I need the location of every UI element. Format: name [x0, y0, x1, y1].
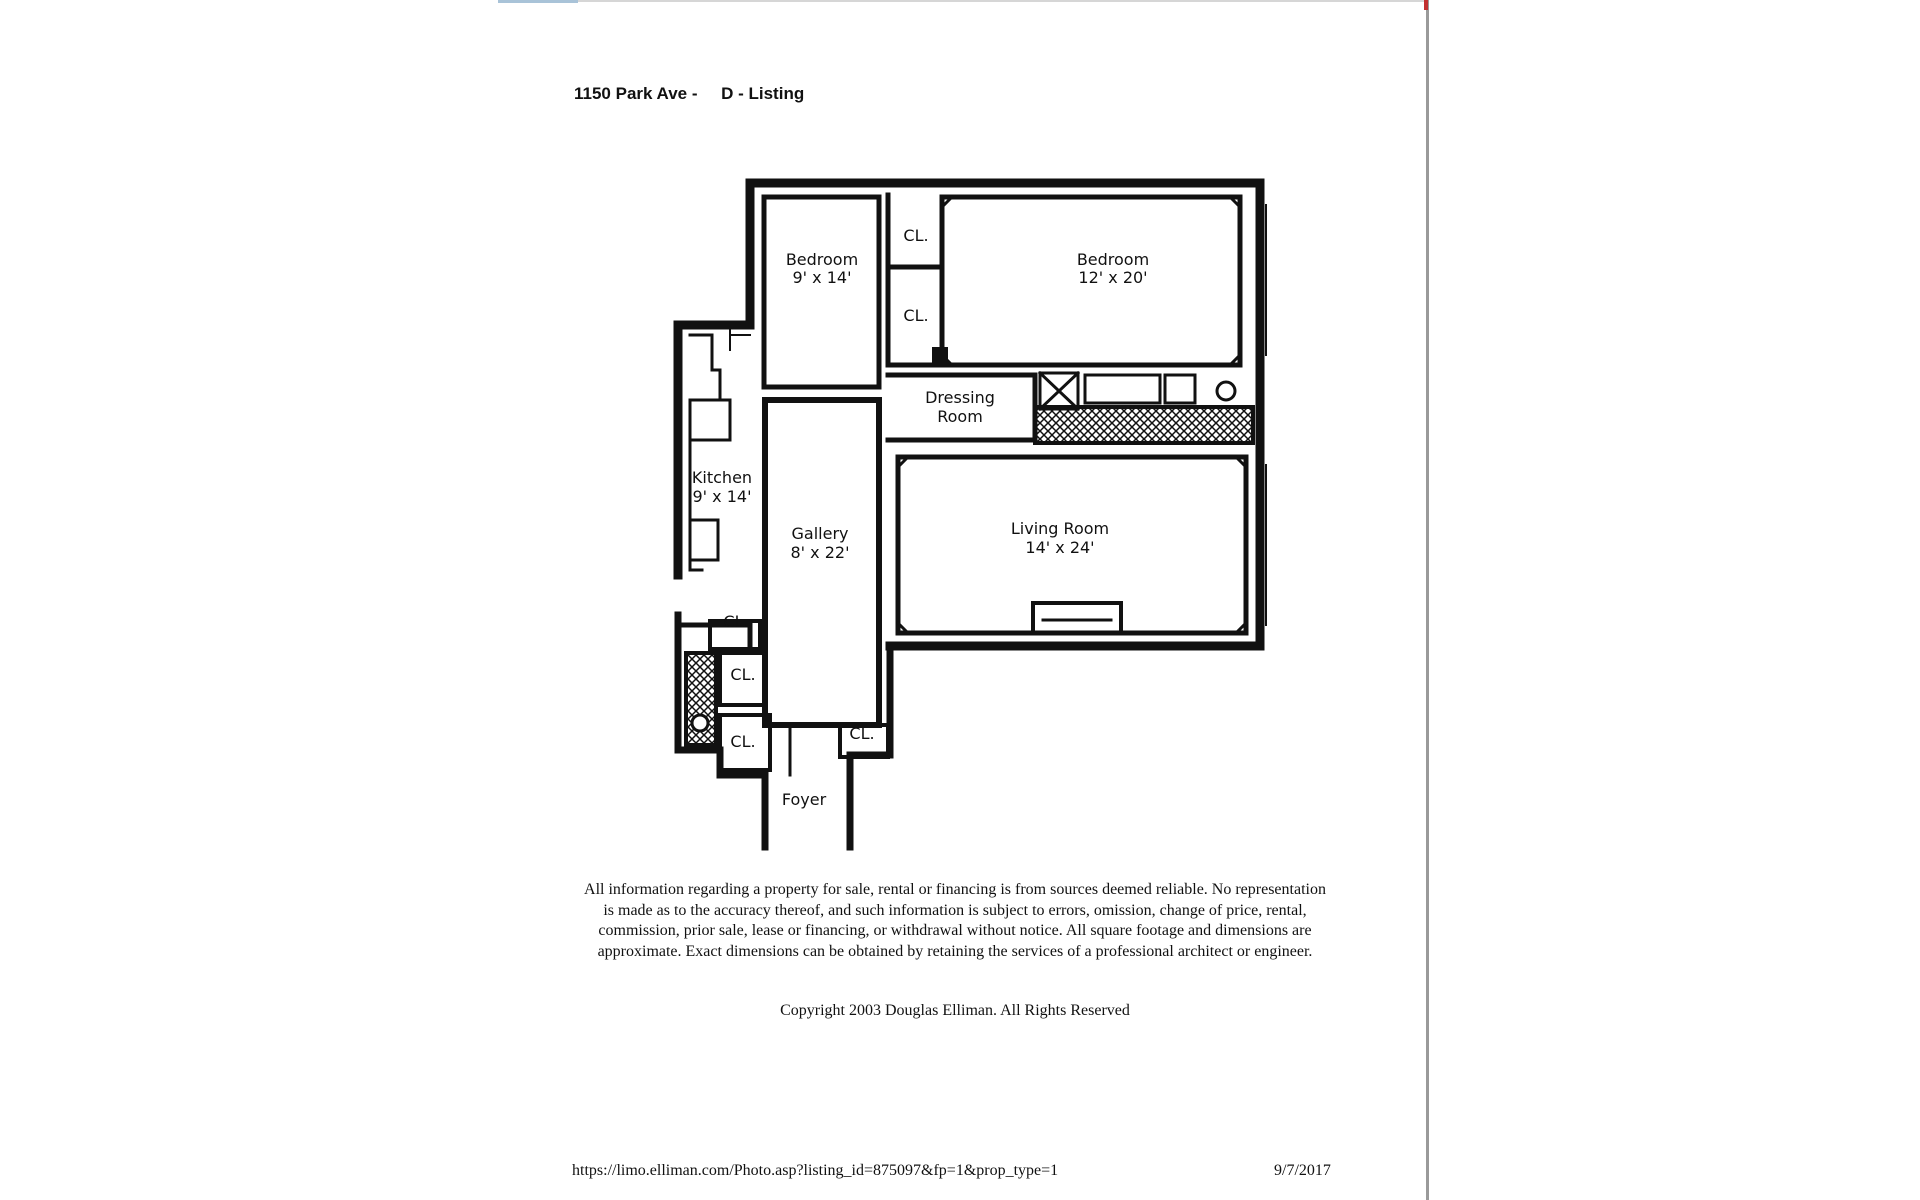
closet-label-6: CL. — [849, 724, 874, 743]
floor-plan-drawing: Bedroom 9' x 14' Bedroom 12' x 20' CL. C… — [673, 178, 1267, 851]
page-top-accent — [498, 0, 578, 3]
room-gallery-size: 8' x 22' — [791, 543, 850, 562]
closet-label-4: CL. — [730, 665, 755, 684]
closet-label-1: CL. — [903, 226, 928, 245]
floor-plan: Bedroom 9' x 14' Bedroom 12' x 20' CL. C… — [640, 175, 1280, 855]
footer-date: 9/7/2017 — [1274, 1162, 1331, 1179]
room-bedroom-large-name: Bedroom — [1077, 250, 1149, 269]
closet-label-2: CL. — [903, 306, 928, 325]
page-top-edge — [498, 0, 1428, 2]
room-bedroom-large-size: 12' x 20' — [1078, 268, 1147, 287]
room-kitchen-name: Kitchen — [692, 468, 752, 487]
page-right-edge — [1426, 0, 1429, 1200]
room-living-name: Living Room — [1011, 519, 1109, 538]
copyright-notice: Copyright 2003 Douglas Elliman. All Righ… — [780, 1002, 1130, 1019]
listing-title: 1150 Park Ave - D - Listing — [574, 84, 805, 103]
legal-disclaimer: All information regarding a property for… — [584, 881, 1326, 960]
room-gallery-name: Gallery — [792, 524, 849, 543]
room-dressing-line2: Room — [937, 407, 983, 426]
room-kitchen-size: 9' x 14' — [693, 487, 752, 506]
room-bedroom-small-size: 9' x 14' — [793, 268, 852, 287]
footer-url[interactable]: https://limo.elliman.com/Photo.asp?listi… — [572, 1162, 1059, 1179]
closet-label-3: CL. — [723, 612, 748, 631]
room-living-size: 14' x 24' — [1025, 538, 1094, 557]
room-dressing-line1: Dressing — [925, 388, 995, 407]
room-foyer-name: Foyer — [782, 790, 827, 809]
page-edge-mark — [1424, 0, 1428, 10]
room-bedroom-small-name: Bedroom — [786, 250, 858, 269]
closet-label-5: CL. — [730, 732, 755, 751]
